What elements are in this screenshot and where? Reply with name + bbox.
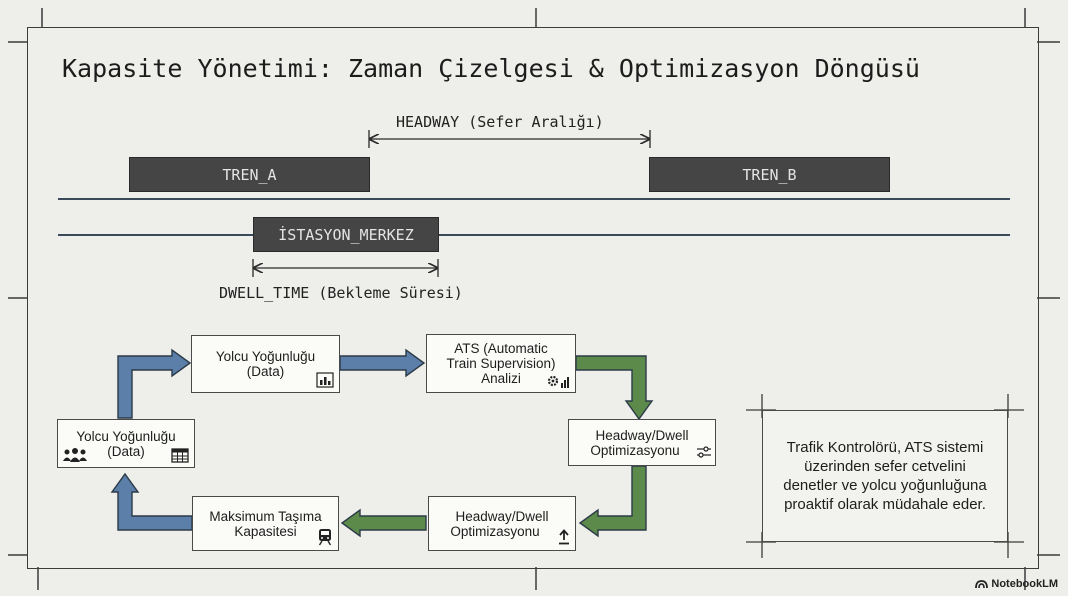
table-icon	[171, 448, 189, 463]
page-title: Kapasite Yönetimi: Zaman Çizelgesi & Opt…	[62, 54, 920, 83]
dwell-label: DWELL_TIME (Bekleme Süresi)	[219, 284, 463, 302]
upload-icon	[559, 529, 569, 545]
node-passenger-density-top: Yolcu Yoğunluğu (Data)	[191, 335, 340, 393]
brand-watermark: NotebookLM	[975, 578, 1058, 590]
arrow-opt-to-opt	[578, 465, 647, 538]
brand-name: NotebookLM	[991, 578, 1058, 590]
node-ats-analysis: ATS (Automatic Train Supervision) Analiz…	[426, 334, 576, 393]
train-a-bar: TREN_A	[129, 157, 370, 192]
station-bar: İSTASYON_MERKEZ	[253, 217, 439, 252]
arrow-data-to-ats	[339, 348, 426, 378]
arrow-opt-to-capacity	[340, 508, 427, 538]
arrow-capacity-to-data	[110, 472, 193, 531]
notebooklm-icon	[975, 580, 989, 589]
info-note: Trafik Kontrolörü, ATS sistemi üzerinden…	[762, 410, 1008, 542]
people-icon	[63, 448, 87, 462]
train-icon	[318, 529, 332, 546]
sliders-icon	[697, 446, 711, 458]
chart-icon	[316, 372, 334, 388]
node-passenger-density-left: Yolcu Yoğunluğu (Data)	[57, 419, 195, 468]
gears-icon	[547, 375, 569, 388]
info-note-text: Trafik Kontrolörü, ATS sistemi üzerinden…	[783, 439, 987, 513]
arrow-left-to-data	[117, 348, 192, 419]
headway-label: HEADWAY (Sefer Aralığı)	[396, 113, 604, 131]
arrow-ats-to-opt	[575, 355, 654, 421]
node-max-capacity: Maksimum Taşıma Kapasitesi	[192, 496, 339, 551]
node-headway-dwell-opt-bottom: Headway/Dwell Optimizasyonu	[428, 496, 576, 551]
train-b-bar: TREN_B	[649, 157, 890, 192]
node-headway-dwell-opt-right: Headway/Dwell Optimizasyonu	[568, 419, 716, 466]
